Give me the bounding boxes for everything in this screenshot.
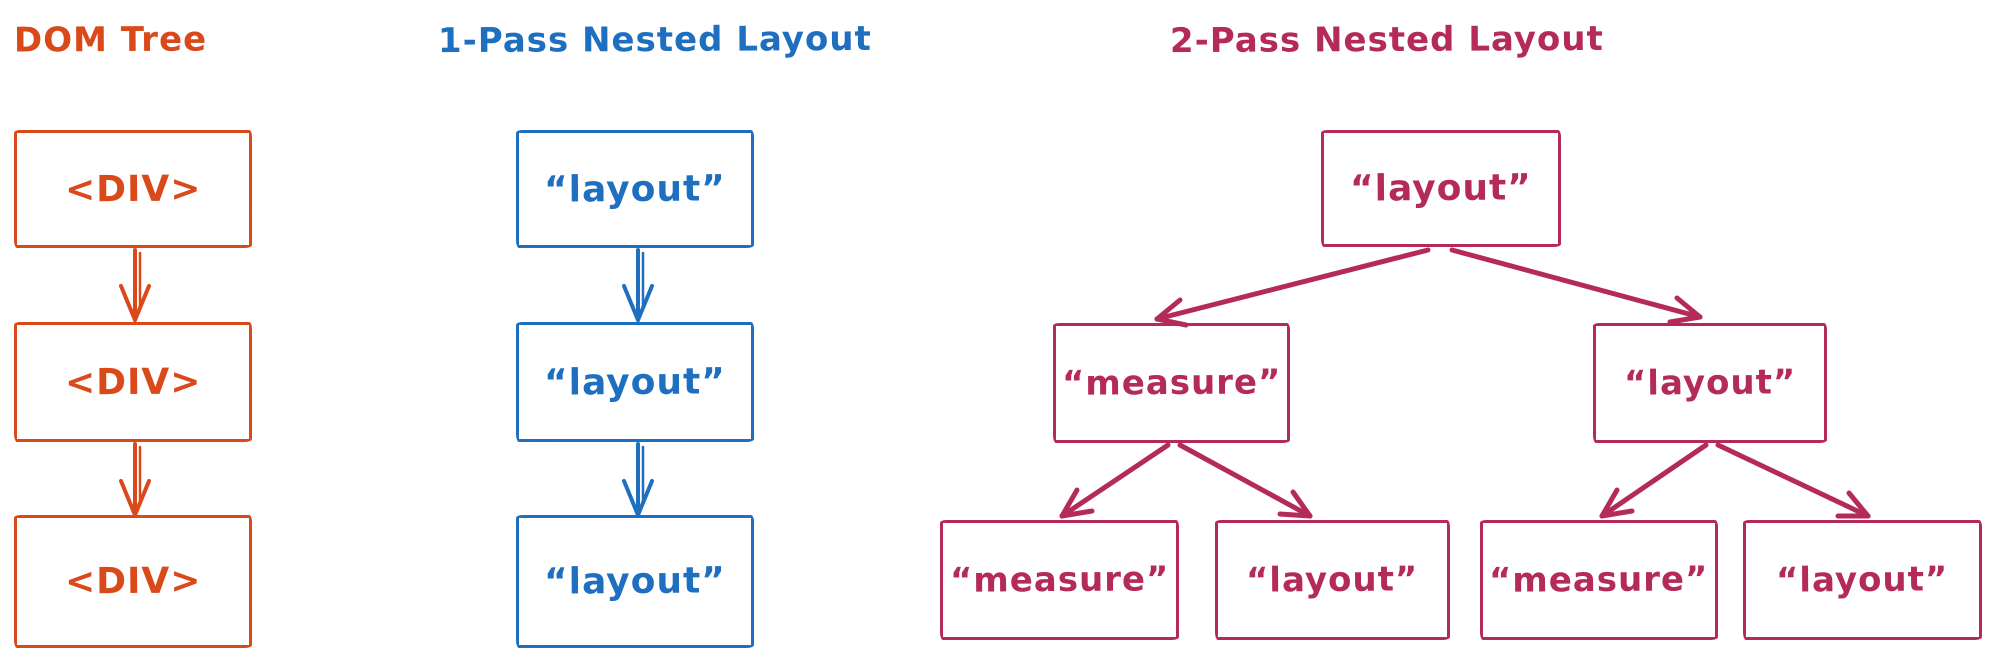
two-pass-arrow-layout-to-layout <box>1715 442 1871 519</box>
one-pass-node-2: “layout” <box>516 322 754 442</box>
dom-tree-arrow-2 <box>119 442 151 517</box>
dom-tree-arrow-1 <box>119 248 151 322</box>
dom-tree-node-3: <DIV> <box>14 515 252 648</box>
two-pass-grandchild-layout-2: “layout” <box>1743 520 1982 640</box>
two-pass-arrow-root-to-measure <box>1154 247 1431 328</box>
two-pass-arrow-layout-to-measure <box>1599 442 1709 519</box>
dom-tree-node-1: <DIV> <box>14 130 252 248</box>
two-pass-arrow-root-to-layout <box>1449 247 1703 325</box>
two-pass-child-layout: “layout” <box>1593 323 1827 443</box>
one-pass-arrow-1 <box>622 248 654 322</box>
two-pass-grandchild-measure-1: “measure” <box>940 520 1179 640</box>
dom-tree-node-2: <DIV> <box>14 322 252 442</box>
two-pass-grandchild-measure-2: “measure” <box>1480 520 1718 640</box>
one-pass-node-3: “layout” <box>516 515 754 648</box>
two-pass-grandchild-layout-1: “layout” <box>1215 520 1450 640</box>
one-pass-arrow-2 <box>622 442 654 517</box>
two-pass-root: “layout” <box>1321 130 1561 247</box>
two-pass-arrow-measure-to-measure <box>1059 442 1171 519</box>
one-pass-node-1: “layout” <box>516 130 754 248</box>
two-pass-arrow-measure-to-layout <box>1177 442 1313 519</box>
